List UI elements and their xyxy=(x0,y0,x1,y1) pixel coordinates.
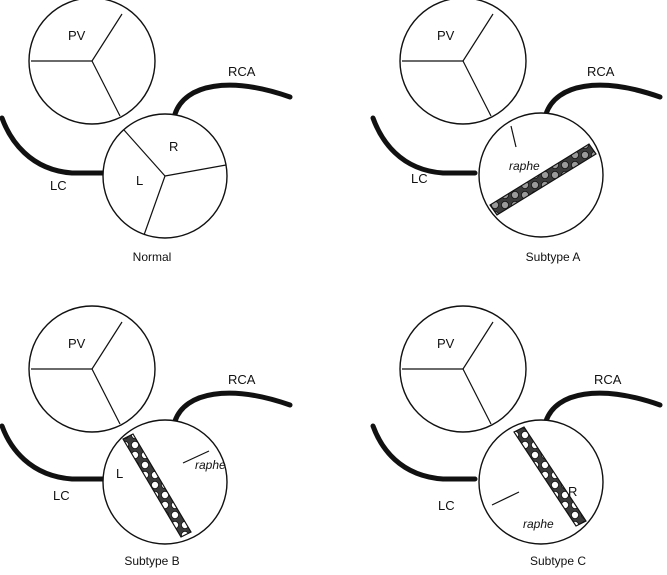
panel-subtype-a: PV RCA LC raphe Subtype A xyxy=(370,0,663,264)
raphe-label: raphe xyxy=(523,517,554,531)
caption: Subtype A xyxy=(526,250,581,264)
pv-label: PV xyxy=(437,336,455,351)
left-coronary-artery xyxy=(0,115,107,176)
panel-normal: PV RCA LC R L Normal xyxy=(0,0,293,264)
pulmonary-valve: PV xyxy=(399,0,527,125)
cusp-left-label: L xyxy=(136,173,143,188)
aortic-valve: L raphe xyxy=(102,419,228,545)
caption: Subtype B xyxy=(124,554,179,568)
pulmonary-valve: PV xyxy=(28,0,156,125)
pv-label: PV xyxy=(68,336,86,351)
cusp-right-label: R xyxy=(169,139,178,154)
pv-label: PV xyxy=(68,28,86,43)
aortic-valve: R L xyxy=(102,113,228,239)
pulmonary-valve: PV xyxy=(399,305,527,433)
panel-subtype-c: PV RCA LC R raphe Subtype C xyxy=(370,305,663,568)
left-coronary-artery xyxy=(370,115,478,176)
pv-label: PV xyxy=(437,28,455,43)
right-coronary-artery xyxy=(172,390,293,424)
rca-label: RCA xyxy=(587,64,615,79)
lc-label: LC xyxy=(438,498,455,513)
fusion-band xyxy=(122,433,192,538)
left-coronary-artery xyxy=(370,423,478,482)
caption: Normal xyxy=(133,250,172,264)
cusp-right-label: R xyxy=(568,484,577,499)
right-coronary-artery xyxy=(543,82,663,117)
lc-label: LC xyxy=(50,178,67,193)
left-coronary-artery xyxy=(0,423,107,482)
lc-label: LC xyxy=(411,171,428,186)
rca-label: RCA xyxy=(594,372,622,387)
raphe-label: raphe xyxy=(509,159,540,173)
right-coronary-artery xyxy=(172,82,293,117)
pulmonary-valve: PV xyxy=(28,305,156,433)
fusion-band xyxy=(489,143,597,216)
fusion-band xyxy=(513,426,587,527)
cusp-left-label: L xyxy=(116,466,123,481)
panel-subtype-b: PV RCA LC L raphe Subtype B xyxy=(0,305,293,568)
aortic-valve: raphe xyxy=(478,112,604,238)
lc-label: LC xyxy=(53,488,70,503)
aortic-valve: R raphe xyxy=(478,419,604,545)
rca-label: RCA xyxy=(228,64,256,79)
right-coronary-artery xyxy=(543,390,663,424)
rca-label: RCA xyxy=(228,372,256,387)
raphe-label: raphe xyxy=(195,458,226,472)
caption: Subtype C xyxy=(530,554,586,568)
